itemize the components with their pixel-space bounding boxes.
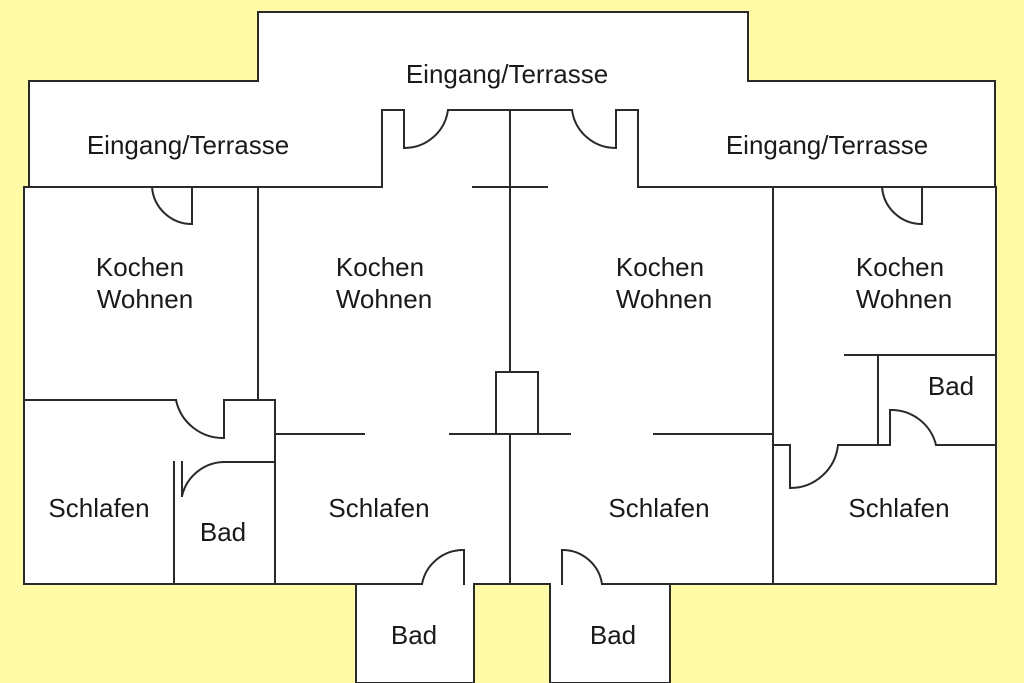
door-swing-unit1-bedroom (175, 399, 225, 440)
terrace-wall-left (23, 109, 405, 188)
unit3-bedroom-label: Schlafen (608, 493, 709, 523)
unit4-bath-label: Bad (928, 371, 974, 401)
door-swing-unit4-bedroom (789, 444, 839, 490)
unit2-bedroom-label: Schlafen (328, 493, 429, 523)
door-swing-unit3-bath (561, 548, 603, 585)
unit4-bedroom-wall (772, 444, 791, 489)
label-entrance-center: Eingang/Terrasse (406, 59, 608, 89)
unit4-bedroom-label: Schlafen (848, 493, 949, 523)
unit1-bedroom-label: Schlafen (48, 493, 149, 523)
terrace-wall-right (615, 109, 997, 188)
unit2-kitchen-label-2: Wohnen (336, 284, 432, 314)
unit1-bath-label: Bad (200, 517, 246, 547)
outer-wall (28, 11, 996, 186)
walls (23, 11, 997, 683)
label-entrance-right: Eingang/Terrasse (726, 130, 928, 160)
unit3-bath-label: Bad (590, 620, 636, 650)
label-entrance-left: Eingang/Terrasse (87, 130, 289, 160)
doors (151, 109, 937, 585)
door-swing-unit1-bath (181, 460, 227, 497)
door-swing-center-right (571, 109, 617, 150)
unit2-bath-label: Bad (391, 620, 437, 650)
center-shaft (495, 371, 539, 435)
door-swing-unit4-entry (881, 186, 923, 226)
door-swing-unit1-entry (151, 186, 193, 226)
unit1-kitchen-label-2: Wohnen (97, 284, 193, 314)
door-swing-unit2-bath (421, 548, 465, 585)
door-swing-unit4-bath (889, 408, 937, 446)
door-swing-center-left (403, 109, 449, 150)
unit4-kitchen-label-2: Wohnen (856, 284, 952, 314)
unit1-kitchen-label-1: Kochen (96, 252, 184, 282)
unit2-kitchen-label-1: Kochen (336, 252, 424, 282)
unit4-kitchen-label-1: Kochen (856, 252, 944, 282)
unit3-kitchen-label-1: Kochen (616, 252, 704, 282)
unit3-kitchen-label-2: Wohnen (616, 284, 712, 314)
